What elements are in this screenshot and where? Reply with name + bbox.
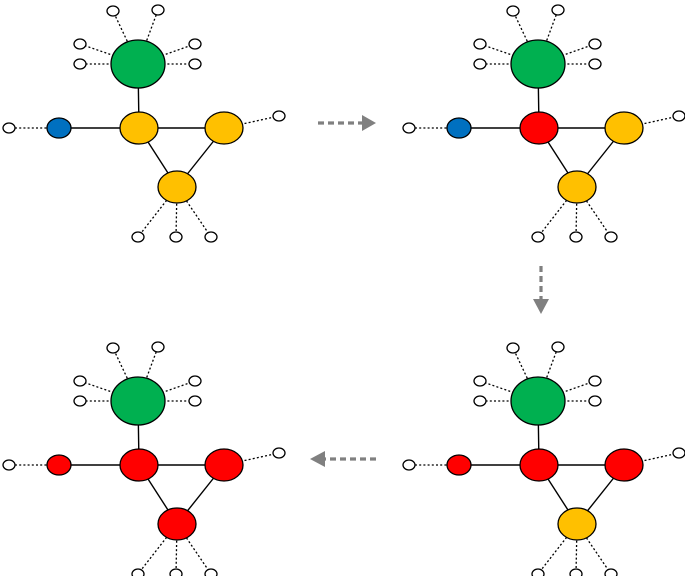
empty-node	[188, 58, 202, 70]
empty-node	[604, 568, 618, 576]
empty-node	[73, 58, 87, 70]
empty-node	[73, 375, 87, 387]
empty-node	[531, 568, 545, 576]
node-left-red	[46, 454, 72, 476]
empty-node	[106, 342, 120, 354]
empty-node	[588, 375, 602, 387]
empty-node	[588, 58, 602, 70]
node-bottom-yellow	[557, 507, 597, 541]
node-center-red	[519, 111, 559, 145]
node-center-red	[519, 448, 559, 482]
arrow-head	[533, 299, 549, 314]
empty-node	[106, 5, 120, 17]
empty-node	[169, 568, 183, 576]
empty-node	[151, 4, 165, 16]
node-bottom-yellow	[157, 170, 197, 204]
empty-node	[272, 447, 286, 459]
empty-node	[672, 447, 685, 459]
node-hub-green	[110, 39, 166, 89]
empty-node	[73, 395, 87, 407]
node-hub-green	[510, 39, 566, 89]
transition-arrow-down	[533, 266, 549, 314]
empty-node	[2, 122, 16, 134]
node-bottom-red	[157, 507, 197, 541]
node-center-red	[119, 448, 159, 482]
empty-node	[131, 231, 145, 243]
empty-node	[569, 231, 583, 243]
empty-node	[188, 38, 202, 50]
node-hub-green	[510, 376, 566, 426]
empty-node	[604, 231, 618, 243]
empty-node	[131, 568, 145, 576]
node-bottom-yellow	[557, 170, 597, 204]
empty-node	[473, 38, 487, 50]
empty-node	[2, 459, 16, 471]
empty-node	[588, 395, 602, 407]
node-left-blue	[446, 117, 472, 139]
empty-node	[588, 38, 602, 50]
transition-arrow-left	[310, 451, 376, 467]
node-left-blue	[46, 117, 72, 139]
node-right-red	[204, 448, 244, 482]
empty-node	[169, 231, 183, 243]
empty-node	[151, 341, 165, 353]
node-right-yellow	[604, 111, 644, 145]
empty-node	[506, 342, 520, 354]
node-right-yellow	[204, 111, 244, 145]
node-left-red	[446, 454, 472, 476]
arrow-head	[310, 451, 325, 467]
transition-arrow-right	[318, 115, 376, 131]
empty-node	[551, 4, 565, 16]
empty-node	[473, 58, 487, 70]
diagram-panel-3	[402, 341, 685, 576]
node-hub-green	[110, 376, 166, 426]
empty-node	[188, 395, 202, 407]
empty-node	[204, 231, 218, 243]
empty-node	[506, 5, 520, 17]
empty-node	[569, 568, 583, 576]
empty-node	[204, 568, 218, 576]
empty-node	[402, 122, 416, 134]
node-right-red	[604, 448, 644, 482]
empty-node	[272, 110, 286, 122]
arrow-head	[362, 115, 376, 131]
empty-node	[188, 375, 202, 387]
empty-node	[551, 341, 565, 353]
empty-node	[531, 231, 545, 243]
empty-node	[672, 110, 685, 122]
node-center-yellow	[119, 111, 159, 145]
empty-node	[402, 459, 416, 471]
diagram-panel-4	[2, 341, 286, 576]
empty-node	[73, 38, 87, 50]
diagram-panel-1	[2, 4, 286, 243]
empty-node	[473, 375, 487, 387]
diagram-panel-2	[402, 4, 685, 243]
empty-node	[473, 395, 487, 407]
